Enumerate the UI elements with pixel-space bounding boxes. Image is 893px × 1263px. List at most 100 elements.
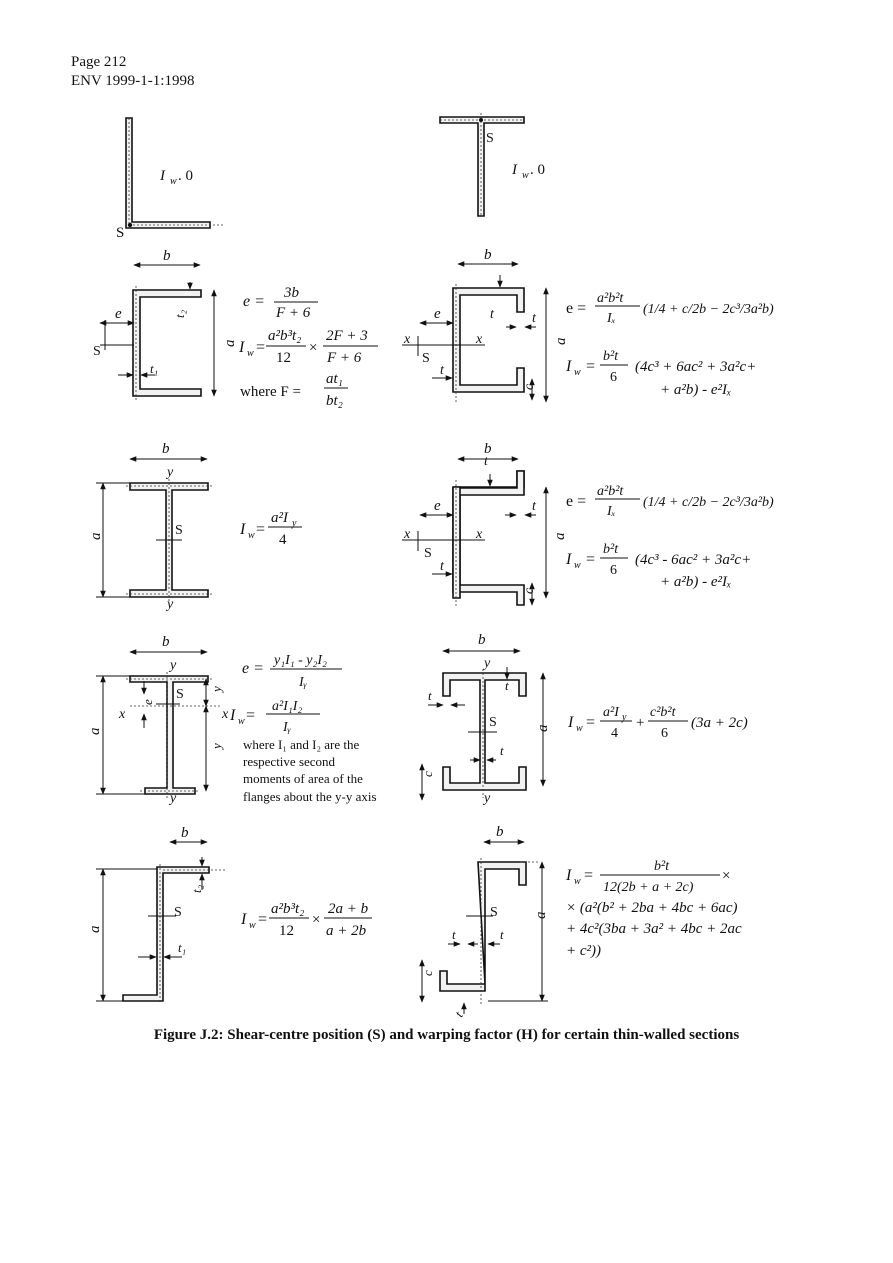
svg-text:x: x <box>403 332 411 347</box>
svg-text:S: S <box>490 905 498 920</box>
svg-text:at₁: at₁ <box>326 371 343 387</box>
svg-text:y: y <box>209 686 224 694</box>
svg-text:c: c <box>522 587 537 594</box>
svg-text:b: b <box>163 248 171 264</box>
svg-text:b: b <box>181 825 189 841</box>
i-section: b y S y a I w = a²I y 4 <box>88 441 302 612</box>
svg-text:12: 12 <box>279 923 294 939</box>
svg-text:c: c <box>522 383 537 390</box>
svg-text:a: a <box>533 912 549 920</box>
svg-text:a + 2b: a + 2b <box>326 923 367 939</box>
svg-text:t: t <box>505 678 509 693</box>
svg-text:F + 6: F + 6 <box>275 305 311 321</box>
angle-section: S I w . 0 <box>116 117 225 241</box>
svg-text:t: t <box>451 1009 466 1020</box>
figure-caption: Figure J.2: Shear-centre position (S) an… <box>153 1027 740 1043</box>
svg-text:a²b²t: a²b²t <box>597 291 624 306</box>
svg-text:I: I <box>565 358 572 375</box>
svg-text:a²b³t₂: a²b³t₂ <box>271 901 304 917</box>
svg-text:S: S <box>93 344 101 359</box>
svg-text:b: b <box>162 441 170 457</box>
svg-text:e =: e = <box>242 660 264 677</box>
svg-text:e =: e = <box>566 493 586 510</box>
svg-text:t: t <box>428 688 432 703</box>
svg-text:t: t <box>490 307 495 322</box>
svg-text:4: 4 <box>279 532 287 548</box>
svg-text:a²I: a²I <box>603 705 620 720</box>
svg-text:(1/4 + c/2b − 2c³/3a²b): (1/4 + c/2b − 2c³/3a²b) <box>643 495 774 510</box>
svg-text:w: w <box>574 367 581 378</box>
svg-text:(3a + 2c): (3a + 2c) <box>691 715 748 731</box>
svg-text:I: I <box>238 339 245 356</box>
svg-text:Iₓ: Iₓ <box>606 504 616 519</box>
svg-text:=: = <box>586 551 595 568</box>
standard-reference: ENV 1999-1-1:1998 <box>71 73 195 89</box>
svg-text:t₂: t₂ <box>172 309 187 318</box>
svg-text:t: t <box>532 499 537 514</box>
svg-text:t: t <box>452 927 456 942</box>
svg-text:y: y <box>165 465 174 480</box>
svg-text:where F =: where F = <box>240 384 301 400</box>
svg-text:(4c³ + 6ac² + 3a²c+: (4c³ + 6ac² + 3a²c+ <box>635 359 756 375</box>
svg-text:=: = <box>586 358 595 375</box>
angle-iw-sub: w <box>170 176 177 187</box>
svg-text:t₂: t₂ <box>189 884 204 893</box>
svg-text:=: = <box>258 911 267 928</box>
svg-text:=: = <box>256 521 265 538</box>
svg-text:w: w <box>248 530 255 541</box>
lipped-channel-section: b t t a c e x x S t e = a²b²t Iₓ (1/4 + … <box>402 247 774 403</box>
svg-text:a: a <box>87 926 103 934</box>
svg-text:y: y <box>291 518 297 529</box>
svg-text:y: y <box>209 743 224 751</box>
svg-text:y₁I₁ - y₂I₂: y₁I₁ - y₂I₂ <box>272 653 327 668</box>
svg-text:e: e <box>140 699 155 705</box>
svg-text:2a + b: 2a + b <box>328 901 369 917</box>
svg-text:S: S <box>174 905 182 920</box>
angle-iw-label: I <box>159 168 166 184</box>
svg-text:t₁: t₁ <box>150 361 158 376</box>
svg-text:a: a <box>552 533 568 541</box>
channel-section: b t₂ a e S t₁ e = 3b F + 6 I w = a²b³t₂ … <box>93 248 378 409</box>
svg-text:a: a <box>553 338 569 346</box>
svg-text:moments of area of the: moments of area of the <box>243 771 363 786</box>
lipped-i-section: b y S y t t t c a I w = a²I y 4 + c²b²t … <box>419 632 748 806</box>
svg-text:w: w <box>574 876 581 887</box>
svg-text:S: S <box>175 523 183 538</box>
svg-text:y: y <box>168 791 177 806</box>
svg-text:=: = <box>584 867 593 884</box>
svg-text:e: e <box>115 306 122 322</box>
svg-text:4: 4 <box>611 726 618 741</box>
svg-text:bt₂: bt₂ <box>326 393 343 409</box>
svg-text:c: c <box>420 771 435 777</box>
svg-text:t: t <box>440 559 445 574</box>
svg-text:t: t <box>484 454 489 469</box>
mono-symmetric-i-section: b y S x x e y y y a e = y₁I₁ - y₂I₂ Iᵧ I… <box>87 634 377 806</box>
z-section: b t₂ S t₁ a I w = a²b³t₂ 12 × 2a + b a +… <box>87 825 372 1004</box>
svg-text:y: y <box>168 658 177 673</box>
svg-text:w: w <box>247 348 254 359</box>
svg-text:t: t <box>532 311 537 326</box>
svg-text:b: b <box>496 824 504 840</box>
tee-section: S I w . 0 <box>439 113 545 217</box>
svg-text:a: a <box>222 340 238 348</box>
svg-text:(4c³ - 6ac² + 3a²c+: (4c³ - 6ac² + 3a²c+ <box>635 552 751 568</box>
svg-text:+ a²b) - e²Iₓ: + a²b) - e²Iₓ <box>660 382 731 398</box>
svg-text:×: × <box>309 340 317 356</box>
svg-text:a: a <box>535 725 551 733</box>
svg-text:b: b <box>484 441 492 457</box>
svg-text:b: b <box>478 632 486 648</box>
svg-text:e =: e = <box>243 293 265 310</box>
svg-text:e: e <box>434 498 441 514</box>
tee-iw-label: I <box>511 162 518 178</box>
svg-text:×: × <box>722 868 730 884</box>
svg-text:12(2b + a + 2c): 12(2b + a + 2c) <box>603 880 694 895</box>
svg-text:3b: 3b <box>283 285 300 301</box>
svg-text:x: x <box>221 707 229 722</box>
svg-text:×: × <box>312 912 320 928</box>
svg-text:I: I <box>240 911 247 928</box>
svg-text:b²t: b²t <box>603 349 619 364</box>
svg-text:Iᵧ: Iᵧ <box>282 720 292 735</box>
svg-text:I: I <box>567 714 574 731</box>
svg-text:w: w <box>574 560 581 571</box>
svg-text:+: + <box>636 715 644 731</box>
